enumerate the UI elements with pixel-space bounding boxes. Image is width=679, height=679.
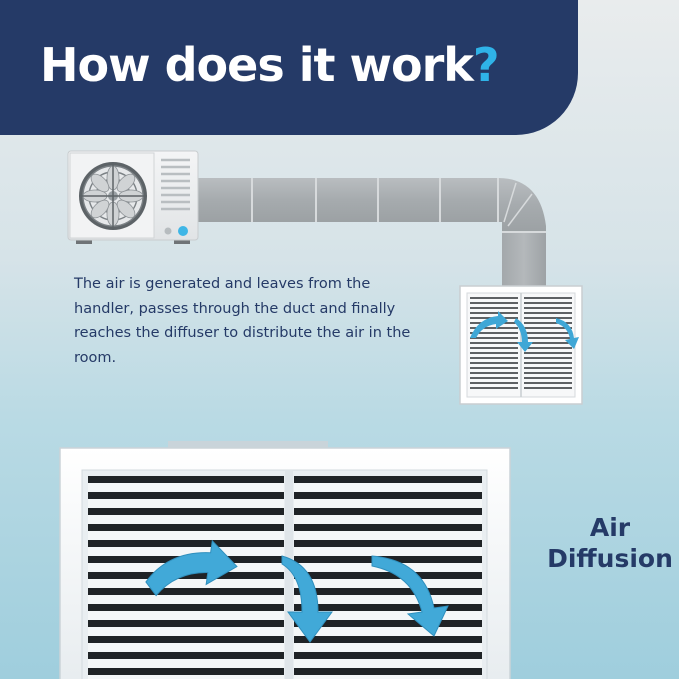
louver-gap bbox=[88, 652, 284, 659]
arrow-icon bbox=[371, 555, 449, 637]
louver-slat bbox=[294, 643, 482, 652]
louver-slat bbox=[88, 595, 284, 604]
louver-gap bbox=[294, 636, 482, 643]
small-diffuser-airflow-arrows bbox=[470, 311, 579, 352]
louver-slat bbox=[88, 547, 284, 556]
louver-slat bbox=[294, 547, 482, 556]
page-title: How does it work? bbox=[40, 30, 500, 100]
louver-gap bbox=[88, 476, 284, 483]
louver-gap bbox=[294, 620, 482, 627]
louver-slat bbox=[294, 595, 482, 604]
louver-gap bbox=[88, 588, 284, 595]
louver-gap bbox=[88, 620, 284, 627]
unit-vent-slots bbox=[161, 158, 190, 211]
large-diffuser bbox=[59, 441, 511, 679]
air-duct bbox=[198, 178, 546, 286]
process-description: The air is generated and leaves from the… bbox=[74, 276, 411, 366]
louver-gap bbox=[88, 540, 284, 547]
louver-gap bbox=[294, 588, 482, 595]
small-diffuser bbox=[459, 285, 583, 405]
louver-slat bbox=[294, 611, 482, 620]
arrow-icon bbox=[145, 539, 238, 597]
air-diffusion-label: Air Diffusion bbox=[540, 512, 679, 574]
louver-slat bbox=[88, 499, 284, 508]
louver-slat bbox=[88, 483, 284, 492]
louver-slat bbox=[88, 515, 284, 524]
louver-gap bbox=[294, 668, 482, 675]
louver-slat bbox=[88, 643, 284, 652]
louver-gap bbox=[88, 668, 284, 675]
louver-gap bbox=[294, 492, 482, 499]
louver-gap bbox=[294, 572, 482, 579]
air-diffusion-label-line1: Air bbox=[589, 513, 631, 542]
louver-slat bbox=[88, 659, 284, 668]
arrow-icon bbox=[556, 318, 579, 349]
title-banner: How does it work? bbox=[0, 0, 578, 135]
air-handler-unit bbox=[67, 150, 199, 244]
title-question-mark: ? bbox=[472, 38, 500, 92]
louver-slat bbox=[294, 531, 482, 540]
louver-gap bbox=[294, 540, 482, 547]
louver-slat bbox=[88, 611, 284, 620]
louver-gap bbox=[294, 524, 482, 531]
louver-slat bbox=[88, 627, 284, 636]
title-text: How does it work bbox=[40, 38, 474, 92]
air-diffusion-label-line2: Diffusion bbox=[547, 544, 673, 573]
louver-slat bbox=[88, 531, 284, 540]
louver-gap bbox=[88, 508, 284, 515]
arrow-icon bbox=[470, 311, 508, 338]
louver-slat bbox=[294, 627, 482, 636]
louver-gap bbox=[294, 604, 482, 611]
small-diffuser-slats bbox=[470, 297, 572, 389]
arrow-icon bbox=[281, 555, 333, 643]
fan-icon bbox=[79, 162, 147, 230]
louver-slat bbox=[294, 659, 482, 668]
unit-button bbox=[164, 227, 172, 235]
large-diffuser-airflow-arrows bbox=[145, 539, 449, 643]
arrow-icon bbox=[514, 318, 533, 352]
louver-gap bbox=[88, 636, 284, 643]
louver-slat bbox=[88, 579, 284, 588]
louver-slat bbox=[294, 483, 482, 492]
louver-slat bbox=[88, 675, 284, 679]
louver-slat bbox=[294, 675, 482, 679]
louver-slat bbox=[294, 515, 482, 524]
louver-gap bbox=[294, 508, 482, 515]
louver-gap bbox=[294, 652, 482, 659]
louver-gap bbox=[88, 492, 284, 499]
power-indicator-icon bbox=[178, 226, 188, 236]
louver-slat bbox=[294, 499, 482, 508]
louver-gap bbox=[294, 476, 482, 483]
louver-gap bbox=[88, 604, 284, 611]
louver-gap bbox=[88, 524, 284, 531]
louver-slat bbox=[294, 579, 482, 588]
